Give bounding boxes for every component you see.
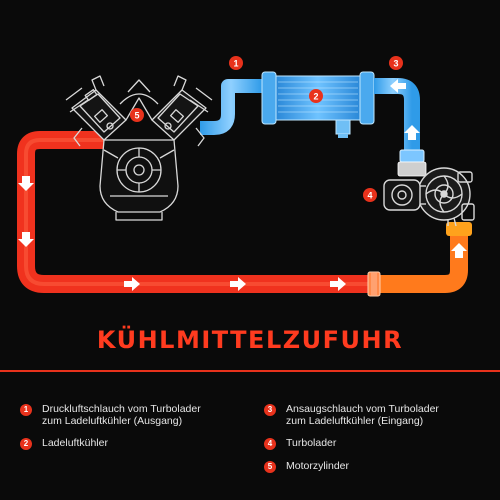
- arrow-left-icon: [390, 79, 406, 93]
- marker-4: 4: [363, 188, 377, 202]
- turbocharger-icon: [383, 161, 475, 227]
- arrow-right-icon: [230, 277, 246, 291]
- legend-number-2: 2: [20, 438, 32, 450]
- arrow-right-icon: [124, 277, 140, 291]
- marker-3: 3: [389, 56, 403, 70]
- arrow-right-icon: [330, 277, 346, 291]
- cool-pipe-left: [200, 79, 262, 135]
- legend-number-5: 5: [264, 461, 276, 473]
- pipe-coupling: [367, 271, 381, 297]
- legend-text-1: Druckluftschlauch vom Turbolader zum Lad…: [42, 403, 201, 427]
- legend-item-2: 2 Ladeluftkühler: [20, 437, 250, 450]
- marker-1: 1: [229, 56, 243, 70]
- v-engine-icon: [65, 75, 213, 221]
- legend-text-4: Turbolader: [286, 437, 337, 449]
- legend-text-5: Motorzylinder: [286, 460, 350, 472]
- marker-2-label: 2: [313, 92, 318, 102]
- diagram-title: KÜHLMITTELZUFUHR: [96, 326, 404, 354]
- marker-3-label: 3: [393, 59, 398, 69]
- legend-item-4: 4 Turbolader: [264, 437, 494, 450]
- hot-pipe: [17, 131, 372, 293]
- marker-2: 2: [309, 89, 323, 103]
- marker-1-label: 1: [233, 59, 238, 69]
- marker-5: 5: [130, 108, 144, 122]
- arrow-up-icon: [404, 125, 420, 140]
- legend-item-3: 3 Ansaugschlauch vom Turbolader zum Lade…: [264, 403, 494, 427]
- cool-pipe-right: [374, 78, 425, 166]
- arrow-down-icon: [18, 232, 34, 247]
- legend-number-4: 4: [264, 438, 276, 450]
- marker-4-label: 4: [367, 191, 372, 201]
- arrow-down-icon: [18, 176, 34, 191]
- title-divider: [0, 370, 500, 372]
- arrow-up-icon: [451, 243, 467, 258]
- intercooler-icon: [261, 71, 375, 138]
- turbo-outlet-flange: [446, 222, 472, 236]
- flow-arrows: [18, 79, 467, 291]
- warm-pipe: [380, 222, 472, 293]
- marker-5-label: 5: [134, 111, 139, 121]
- legend-text-2: Ladeluftkühler: [42, 437, 108, 449]
- legend-number-3: 3: [264, 404, 276, 416]
- legend-number-1: 1: [20, 404, 32, 416]
- legend-text-3: Ansaugschlauch vom Turbolader zum Ladelu…: [286, 403, 439, 427]
- legend-item-1: 1 Druckluftschlauch vom Turbolader zum L…: [20, 403, 250, 427]
- legend-item-5: 5 Motorzylinder: [264, 460, 494, 473]
